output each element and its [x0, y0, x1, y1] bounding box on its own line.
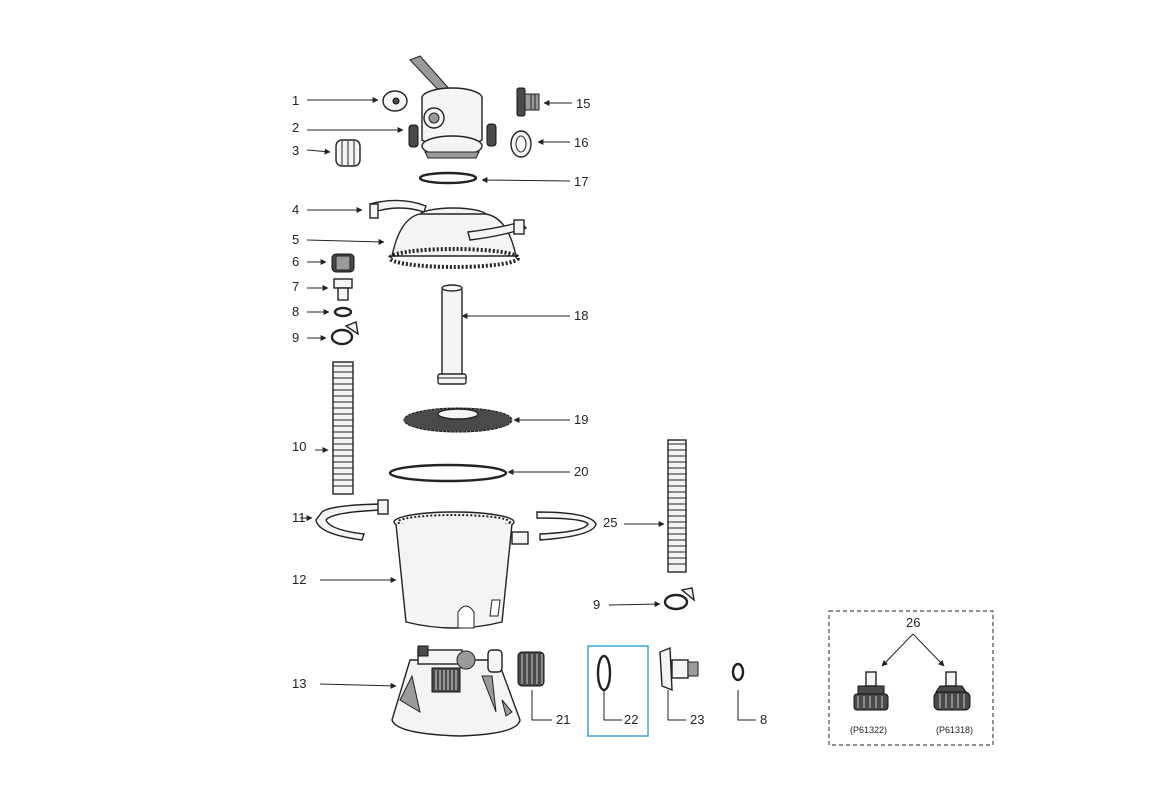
part-16-gasket[interactable] [510, 130, 532, 158]
label-9: 9 [292, 330, 299, 345]
part-8-o-ring-second[interactable] [731, 662, 745, 682]
label-2: 2 [292, 120, 299, 135]
label-8-second: 8 [760, 712, 767, 727]
part-10-hose[interactable] [332, 361, 354, 495]
label-19: 19 [574, 412, 588, 427]
part-13-base[interactable] [391, 645, 521, 737]
part-18-center-pipe[interactable] [437, 284, 467, 385]
part-2-multiport-valve[interactable] [408, 55, 497, 159]
part-22-o-ring-highlighted[interactable] [587, 645, 649, 737]
part-9-hose-clamp-second[interactable] [663, 587, 696, 611]
label-15: 15 [576, 96, 590, 111]
option-left-connector[interactable] [853, 671, 889, 711]
label-3: 3 [292, 143, 299, 158]
label-6: 6 [292, 254, 299, 269]
part-3-union-nut[interactable] [335, 139, 361, 167]
label-7: 7 [292, 279, 299, 294]
label-10: 10 [292, 439, 306, 454]
part-21-strainer[interactable] [517, 651, 545, 687]
part-8-o-ring[interactable] [333, 306, 353, 318]
part-17-o-ring[interactable] [418, 171, 478, 185]
label-22: 22 [624, 712, 638, 727]
label-25: 25 [603, 515, 617, 530]
part-15-drain-plug[interactable] [516, 87, 540, 117]
label-9-second: 9 [593, 597, 600, 612]
option-left-code: (P61322) [850, 725, 887, 735]
label-5: 5 [292, 232, 299, 247]
part-26-options-box: 26 [828, 610, 994, 746]
part-12-tank[interactable] [393, 511, 515, 629]
part-7-adapter[interactable] [333, 278, 353, 301]
label-16: 16 [574, 135, 588, 150]
label-23: 23 [690, 712, 704, 727]
label-20: 20 [574, 464, 588, 479]
part-1-cap[interactable] [382, 90, 408, 112]
label-4: 4 [292, 202, 299, 217]
label-13: 13 [292, 676, 306, 691]
label-1: 1 [292, 93, 299, 108]
label-26: 26 [906, 615, 920, 630]
label-8: 8 [292, 304, 299, 319]
part-20-o-ring[interactable] [388, 463, 508, 483]
part-6-nut[interactable] [331, 253, 355, 273]
label-21: 21 [556, 712, 570, 727]
label-18: 18 [574, 308, 588, 323]
part-9-hose-clamp[interactable] [330, 321, 359, 346]
option-right-code: (P61318) [936, 725, 973, 735]
label-11: 11 [292, 510, 306, 525]
part-5-dome-lid[interactable] [388, 207, 528, 269]
part-11-tank-clamp[interactable] [315, 499, 597, 545]
part-25-hose[interactable] [667, 439, 687, 573]
label-17: 17 [574, 174, 588, 189]
part-23-hose-adapter[interactable] [659, 646, 699, 692]
label-12: 12 [292, 572, 306, 587]
part-19-diffuser[interactable] [403, 407, 513, 433]
option-right-connector[interactable] [933, 671, 971, 711]
